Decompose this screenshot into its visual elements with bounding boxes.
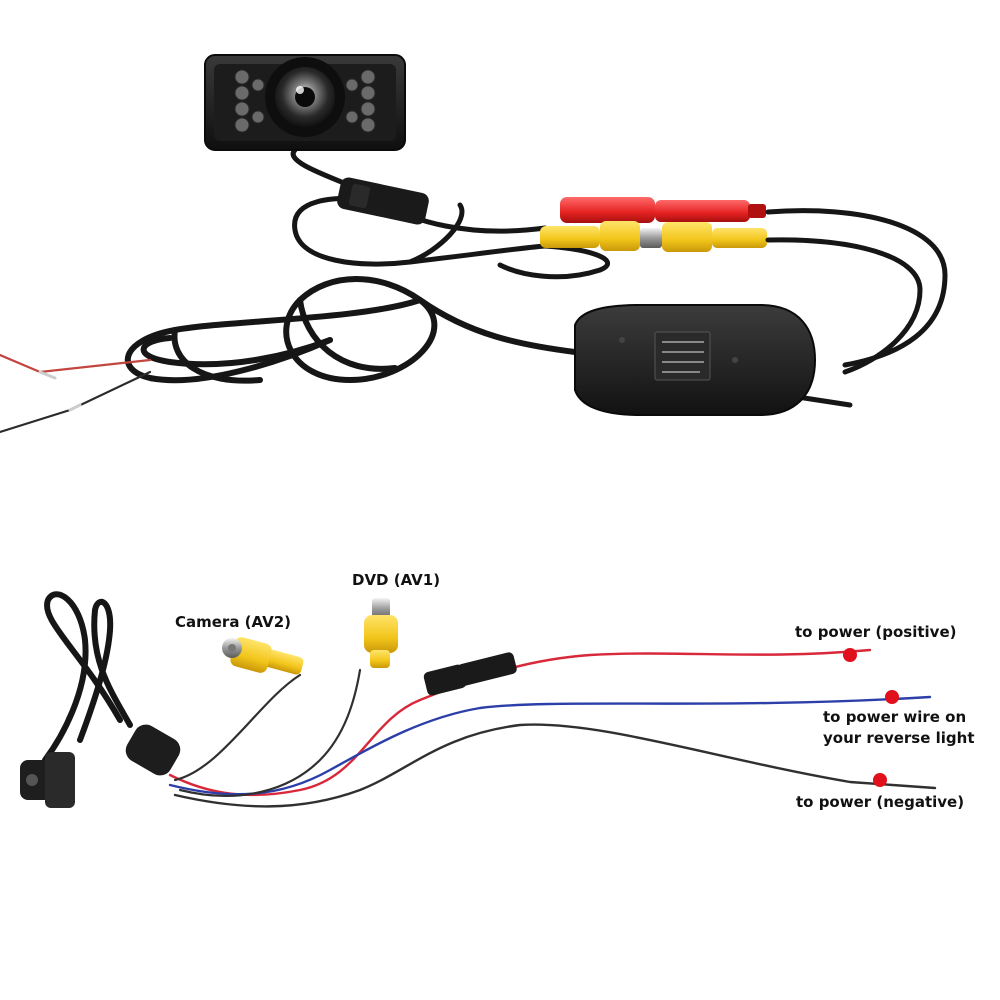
terminal-dot-positive: [843, 648, 857, 662]
top-product-photo: [0, 54, 948, 434]
terminal-dot-reverse: [885, 690, 899, 704]
splitter-icon: [125, 724, 181, 776]
rca-connector-icon: [560, 197, 766, 223]
rca-connector-icon: [364, 598, 398, 668]
extension-cable-coil: [42, 591, 133, 763]
label-power-negative: to power (negative): [796, 793, 965, 811]
power-wire-icon: [168, 648, 937, 808]
label-reverse-line1: to power wire on: [823, 708, 967, 726]
ir-led-icon: [234, 69, 265, 133]
label-reverse-line2: your reverse light: [823, 729, 975, 747]
label-dvd-av1: DVD (AV1): [352, 571, 441, 589]
terminal-dot-negative: [873, 773, 887, 787]
power-cable-coil: [124, 276, 578, 384]
power-wire-icon: [0, 353, 152, 434]
camera-icon: [204, 54, 406, 151]
av-connector-icon: [20, 752, 75, 808]
label-camera-av2: Camera (AV2): [175, 613, 292, 631]
rca-connector-icon: [540, 221, 767, 252]
fuse-holder-icon: [423, 652, 517, 696]
label-reverse-light: to power wire on your reverse light: [823, 707, 975, 749]
bottom-wiring-photo: [20, 591, 937, 808]
label-power-positive: to power (positive): [795, 623, 957, 641]
rca-connector-icon: [222, 637, 304, 675]
ir-led-icon: [345, 69, 376, 133]
transmitter-icon: [574, 304, 817, 416]
camera-plug-icon: [337, 177, 429, 225]
